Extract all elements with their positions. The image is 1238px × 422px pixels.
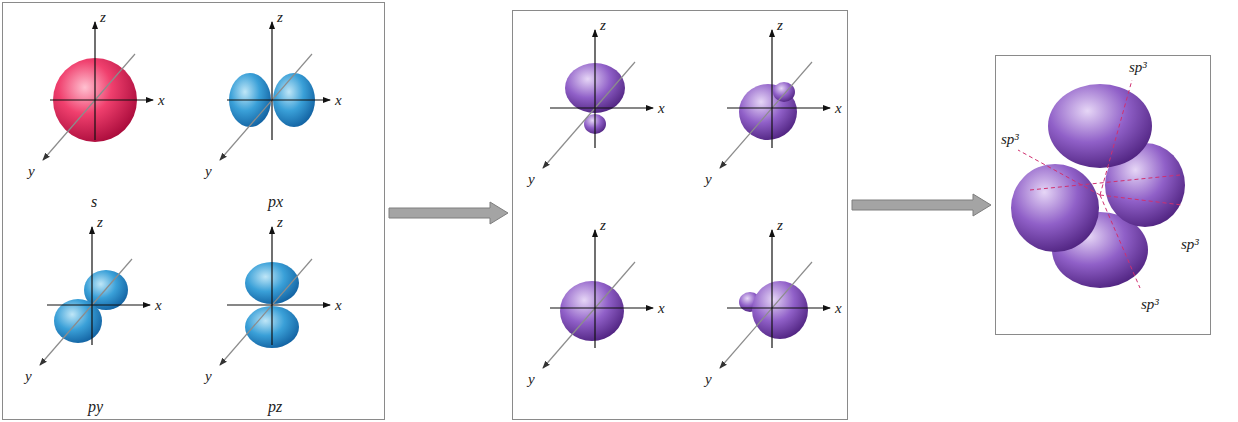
axis-label: x [335, 297, 342, 314]
axis-label: z [777, 217, 783, 234]
axis-label: x [158, 92, 165, 109]
axis-label: z [97, 214, 103, 231]
orbital-label: py [88, 398, 103, 415]
hybrid-label: sp³ [1001, 131, 1019, 148]
orbital-label: px [268, 193, 283, 210]
orbital-label: pz [268, 398, 282, 415]
axis-label: x [835, 100, 842, 117]
axis-label: x [335, 92, 342, 109]
axis-label: y [28, 163, 35, 180]
axis-label: z [277, 9, 283, 26]
axis-label: y [528, 171, 535, 188]
process-arrow [852, 194, 991, 216]
diagram-panel: sp³ sp³ sp³ sp³ [995, 55, 1211, 335]
diagram-panel: zxyszxypxzxypyzxypz [2, 2, 385, 420]
axis-label: x [155, 297, 162, 314]
axis-label: y [705, 171, 712, 188]
axis-label: y [528, 371, 535, 388]
process-arrow [389, 202, 508, 224]
axis-label: y [205, 163, 212, 180]
hybrid-label: sp³ [1181, 236, 1199, 253]
axis-label: y [25, 368, 32, 385]
axis-label: y [705, 371, 712, 388]
axis-label: z [777, 17, 783, 34]
axis-label: x [658, 300, 665, 317]
diagram-panel: z x y z x y z x y z x y [512, 10, 848, 420]
axis-label: z [600, 217, 606, 234]
axis-label: z [277, 214, 283, 231]
hybrid-orbital [739, 281, 808, 339]
axis-label: z [600, 17, 606, 34]
axis-label: y [205, 368, 212, 385]
axis-label: z [100, 9, 106, 26]
hybrid-label: sp³ [1129, 59, 1147, 76]
sp3-cluster [1011, 80, 1185, 288]
axis-label: x [835, 300, 842, 317]
axis-label: x [658, 100, 665, 117]
hybrid-orbital [739, 82, 797, 140]
orbital-label: s [91, 193, 97, 210]
hybrid-label: sp³ [1141, 296, 1159, 313]
